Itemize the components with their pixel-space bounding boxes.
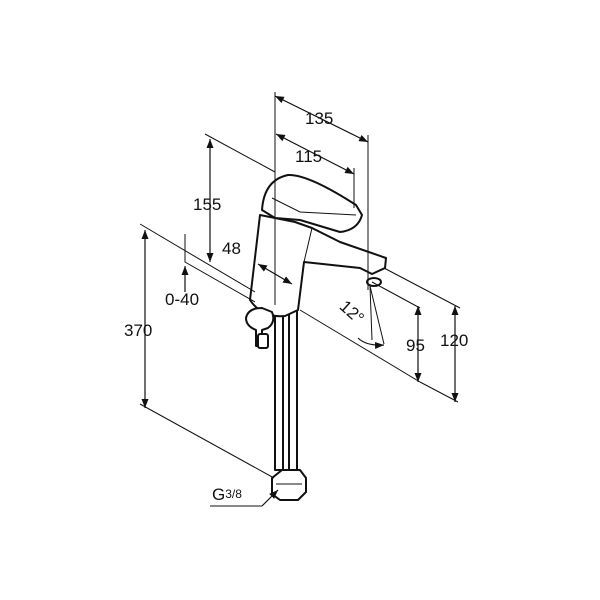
dim-label-48: 48 [222,239,241,258]
angle-leg [369,285,373,341]
extension-line [371,281,421,309]
extension-line [383,267,461,309]
supply-hose-right [288,304,298,471]
extension-line [204,133,276,173]
dimension-line [257,263,293,285]
dim-lever-height: 155 [193,133,276,262]
extension-line [299,309,421,383]
spout-edge [303,227,313,263]
dim-label-0-40: 0-40 [165,290,199,309]
dim-spout-height: 95 [299,281,425,383]
faucet-body [245,173,387,501]
extension-line [139,403,275,479]
dimension-line [275,133,355,175]
extension-line [184,234,256,303]
dim-outlet-height: 120 [383,267,468,403]
thread-label: G3/8 [212,485,242,504]
angle-leg [369,285,385,345]
dim-label-95: 95 [406,336,425,355]
lever-handle [261,173,363,233]
thread-fraction: 3/8 [225,487,242,501]
dim-label-12-deg: 12° [336,297,368,328]
thread-main: G [212,485,225,504]
leader-arrow [261,489,279,507]
extension-line [419,381,459,403]
supply-hose-left [274,304,284,471]
faucet-column [249,214,387,318]
dim-label-115: 115 [295,147,322,166]
dim-label-135: 135 [305,109,333,128]
dim-pop-up: 0-40 [165,266,199,309]
pop-up-cap [257,333,269,349]
dim-label-155: 155 [193,195,221,214]
dim-total-height: 370 [124,223,275,479]
dim-width-lever: 115 [275,133,355,208]
pop-up-fitting [245,307,275,347]
connector-nut [271,469,307,501]
aerator [366,277,382,287]
dim-label-370: 370 [124,321,152,340]
connection-callout: G3/8 [210,485,279,507]
dim-label-120: 120 [440,331,468,350]
lever-edge [271,197,357,216]
dim-spout-reach: 48 [184,234,293,303]
extension-line [139,223,256,293]
angle-arc [357,337,385,349]
